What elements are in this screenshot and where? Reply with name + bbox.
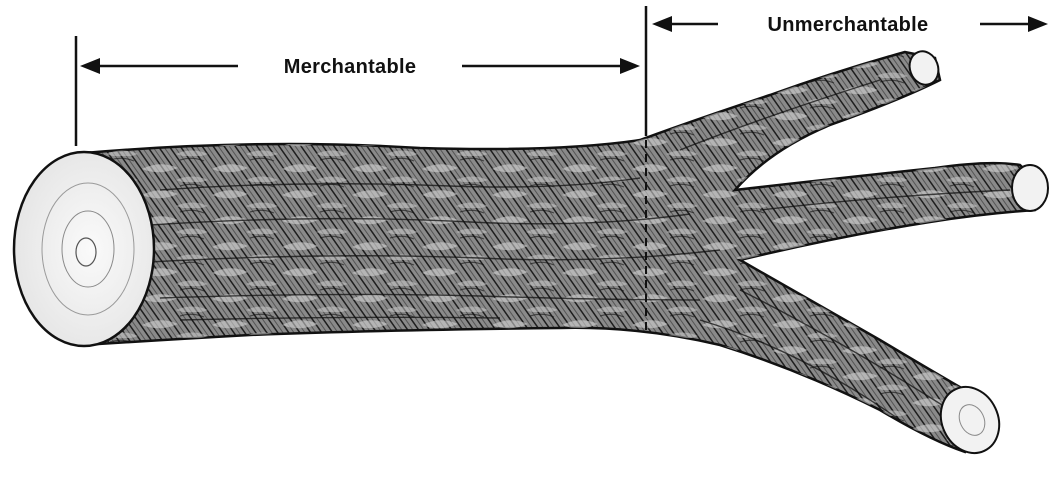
- middle-branch-cut-face: [1012, 165, 1048, 211]
- arrow-right-icon: [620, 58, 640, 74]
- merchantable-label: Merchantable: [284, 56, 417, 78]
- arrow-right-icon: [1028, 16, 1048, 32]
- unmerchantable-label: Unmerchantable: [768, 14, 929, 36]
- trunk-cut-face: [14, 152, 154, 346]
- log-illustration: [14, 47, 1048, 462]
- arrow-left-icon: [652, 16, 672, 32]
- arrow-left-icon: [80, 58, 100, 74]
